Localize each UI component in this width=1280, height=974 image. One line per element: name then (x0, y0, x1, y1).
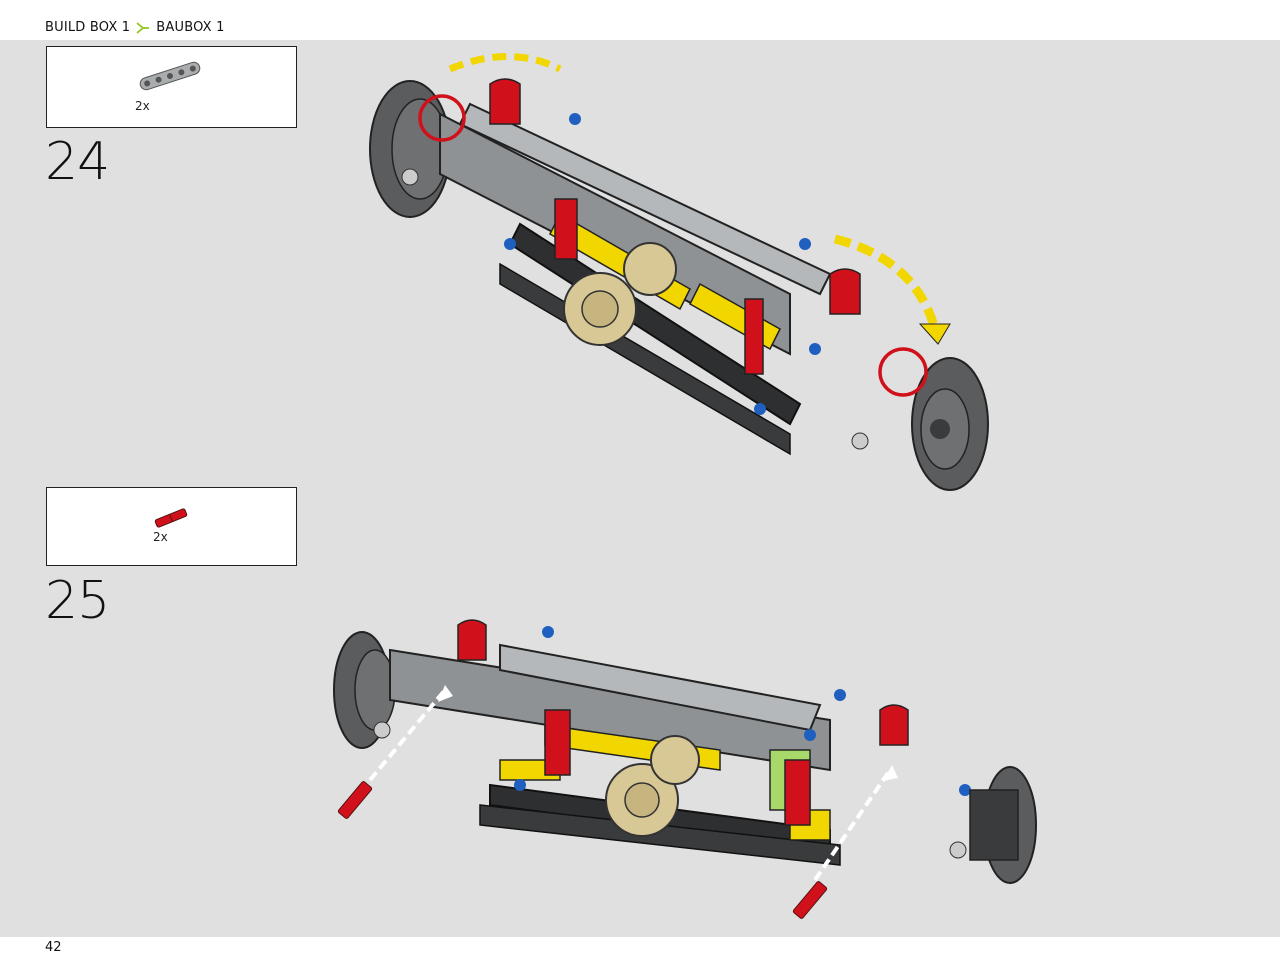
parts-callout-step-24: 2x (46, 46, 297, 128)
grey-liftarm-beam-icon (139, 61, 201, 91)
page-footer (0, 937, 1280, 974)
chevron-y-icon (136, 21, 150, 34)
page-number: 42 (45, 940, 62, 955)
step-25-model-illustration (333, 619, 1037, 919)
breadcrumb: BUILD BOX 1 BAUBOX 1 (45, 20, 225, 35)
part-quantity: 2x (135, 99, 150, 113)
parts-callout-step-25: 2x (46, 487, 297, 566)
breadcrumb-build-box: BUILD BOX 1 (45, 20, 131, 35)
red-axle-pin-icon (154, 508, 188, 528)
part-quantity: 2x (153, 530, 168, 544)
step-24-model-illustration (369, 53, 989, 491)
breadcrumb-baubox: BAUBOX 1 (156, 20, 225, 35)
page-header: BUILD BOX 1 BAUBOX 1 (0, 0, 1280, 40)
step-number-24: 24 (45, 132, 110, 192)
step-number-25: 25 (45, 571, 110, 631)
